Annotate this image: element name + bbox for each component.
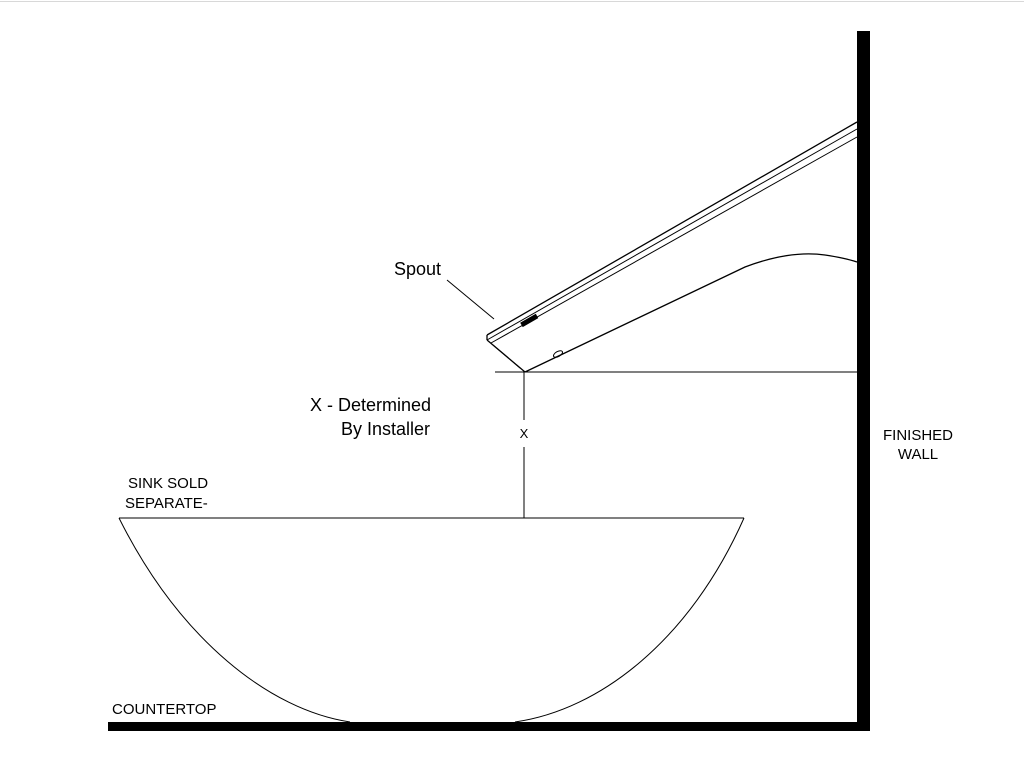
by-installer-label: By Installer xyxy=(341,419,430,439)
x-determined-label: X - Determined xyxy=(310,395,431,415)
spout-aerator xyxy=(552,350,564,358)
spout-label: Spout xyxy=(394,259,441,279)
spout-leader xyxy=(446,279,495,320)
spout-drawing xyxy=(486,121,858,373)
spout-sensor xyxy=(520,313,539,328)
sink-sold-label: SINK SOLD xyxy=(128,475,208,492)
sink-bowl xyxy=(118,517,745,723)
countertop-line xyxy=(108,722,870,731)
wall-label: WALL xyxy=(898,446,938,463)
x-dimension-mark: X xyxy=(520,426,529,441)
countertop-label: COUNTERTOP xyxy=(112,701,216,718)
finished-wall xyxy=(857,31,870,731)
finished-label: FINISHED xyxy=(883,427,953,444)
sink-separate-label: SEPARATE- xyxy=(125,495,208,512)
